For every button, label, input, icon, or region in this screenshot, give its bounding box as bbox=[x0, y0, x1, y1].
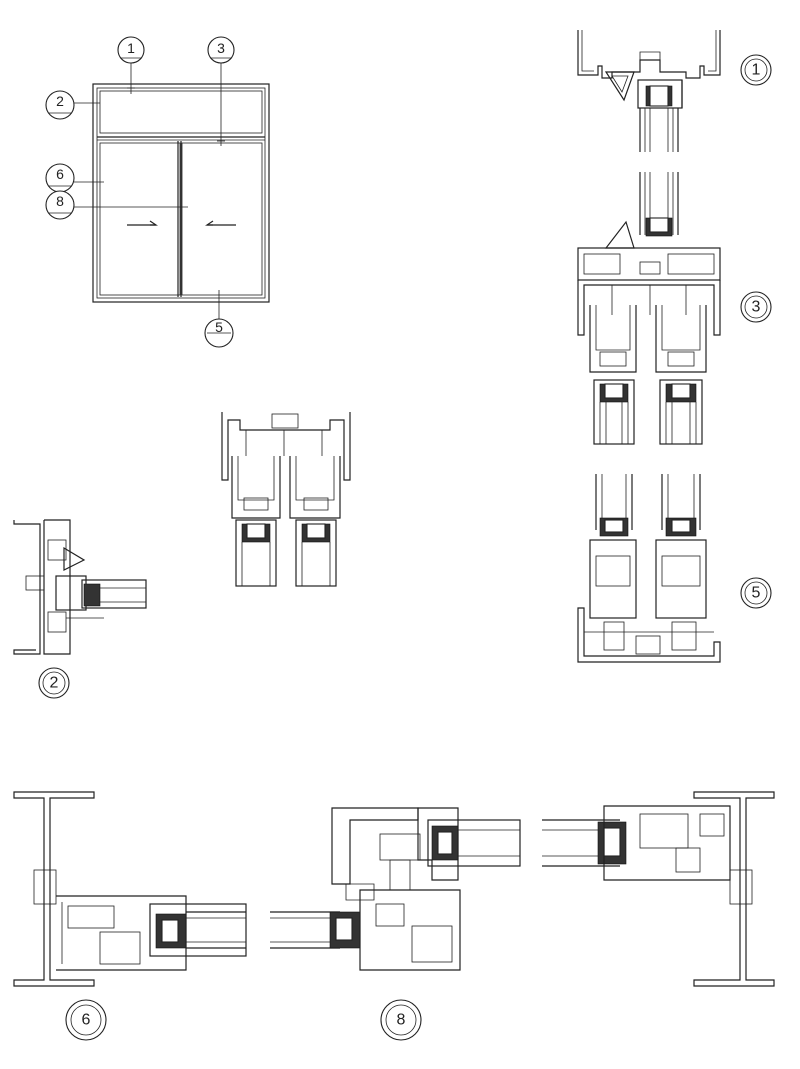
callout-head-bubble: 1 bbox=[740, 54, 772, 86]
callout-jamb-bubble: 2 bbox=[38, 667, 70, 699]
callout-2-bubble: 2 bbox=[45, 90, 75, 120]
head-section-label: 1 bbox=[752, 62, 761, 79]
callout-5-label: 5 bbox=[215, 319, 223, 335]
sill-section-label: 5 bbox=[752, 585, 761, 602]
head-section-detail bbox=[577, 30, 721, 152]
callout-6-bubble: 6 bbox=[45, 163, 75, 193]
callout-6-label: 6 bbox=[56, 166, 64, 182]
transom-section-label: 3 bbox=[752, 299, 761, 316]
callout-transom-bubble: 3 bbox=[740, 291, 772, 323]
callout-2-label: 2 bbox=[56, 93, 64, 109]
callout-jamb-plan-bubble: 6 bbox=[65, 999, 107, 1041]
interlock-plan-detail bbox=[270, 791, 775, 987]
callout-5-bubble: 5 bbox=[204, 318, 234, 348]
callout-sill-bubble: 5 bbox=[740, 577, 772, 609]
slide-right-arrow-icon bbox=[127, 220, 158, 226]
callout-8-bubble: 8 bbox=[45, 190, 75, 220]
callout-1-bubble: 1 bbox=[117, 36, 145, 64]
window-elevation bbox=[74, 62, 270, 320]
center-track-detail bbox=[221, 412, 351, 587]
sill-section-detail bbox=[577, 474, 721, 663]
transom-section-detail bbox=[577, 172, 721, 445]
callout-3-bubble: 3 bbox=[207, 36, 235, 64]
jamb-plan-detail bbox=[13, 791, 247, 987]
interlock-plan-label: 8 bbox=[397, 1012, 406, 1029]
callout-interlock-bubble: 8 bbox=[380, 999, 422, 1041]
callout-1-label: 1 bbox=[127, 40, 135, 56]
jamb-section-label: 2 bbox=[50, 675, 59, 692]
jamb-section-detail bbox=[13, 519, 147, 655]
slide-left-arrow-icon bbox=[205, 220, 236, 226]
callout-3-label: 3 bbox=[217, 40, 225, 56]
jamb-plan-label: 6 bbox=[82, 1012, 91, 1029]
callout-8-label: 8 bbox=[56, 193, 64, 209]
